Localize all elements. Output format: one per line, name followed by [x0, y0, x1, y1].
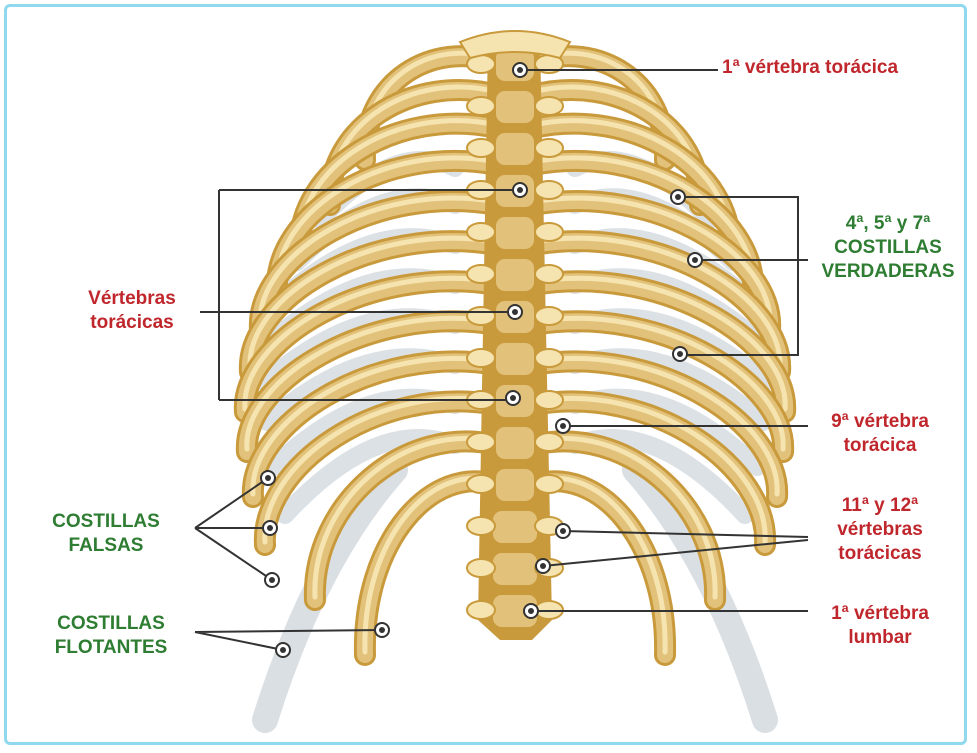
transverse-process	[467, 433, 495, 451]
marker-dot-center	[512, 309, 518, 315]
marker-dot-center	[265, 475, 271, 481]
marker-dot-center	[528, 608, 534, 614]
transverse-process	[535, 223, 563, 241]
vertebra-body	[495, 132, 535, 166]
transverse-process	[535, 391, 563, 409]
vertebra-body	[495, 342, 535, 376]
transverse-process	[467, 559, 495, 577]
vertebra-body	[495, 468, 535, 502]
transverse-process	[467, 475, 495, 493]
transverse-process	[535, 181, 563, 199]
marker-dot-center	[517, 67, 523, 73]
label-eleventh-twelfth-vertebrae: 11ª y 12ª vértebras torácicas	[800, 494, 960, 566]
marker-dot-center	[692, 257, 698, 263]
vertebra-body	[495, 90, 535, 124]
label-true-ribs: 4ª, 5ª y 7ª COSTILLAS VERDADERAS	[808, 212, 968, 284]
vertebra-body	[492, 552, 538, 586]
marker-dot-center	[540, 563, 546, 569]
transverse-process	[467, 139, 495, 157]
spinal-column-shadow	[478, 40, 552, 640]
marker-dot-center	[560, 423, 566, 429]
transverse-process	[535, 139, 563, 157]
vertebra-body	[495, 258, 535, 292]
label-floating-ribs: COSTILLAS FLOTANTES	[36, 612, 186, 660]
marker-dot-center	[677, 351, 683, 357]
label-ninth-thoracic-vertebra: 9ª vértebra torácica	[800, 410, 960, 458]
marker-dot-center	[269, 577, 275, 583]
marker-dot-center	[379, 627, 385, 633]
transverse-process	[467, 349, 495, 367]
marker-dot-center	[560, 528, 566, 534]
vertebra-body	[492, 510, 538, 544]
transverse-process	[535, 475, 563, 493]
transverse-process	[535, 265, 563, 283]
marker-dot-center	[510, 395, 516, 401]
label-first-lumbar-vertebra: 1ª vértebra lumbar	[800, 602, 960, 650]
vertebra-body	[495, 216, 535, 250]
transverse-process	[467, 97, 495, 115]
transverse-process	[535, 97, 563, 115]
label-false-ribs: COSTILLAS FALSAS	[36, 510, 176, 558]
marker-dot-center	[280, 647, 286, 653]
transverse-process	[467, 223, 495, 241]
label-thoracic-vertebrae: Vértebras torácicas	[62, 287, 202, 335]
transverse-process	[467, 265, 495, 283]
transverse-process	[535, 433, 563, 451]
vertebra-body	[495, 426, 535, 460]
transverse-process	[535, 307, 563, 325]
transverse-process	[467, 307, 495, 325]
label-first-thoracic-vertebra: 1ª vértebra torácica	[722, 56, 898, 80]
marker-dot-center	[267, 525, 273, 531]
transverse-process	[535, 349, 563, 367]
marker-dot-center	[675, 194, 681, 200]
marker-dot-center	[517, 187, 523, 193]
transverse-process	[467, 601, 495, 619]
transverse-process	[467, 517, 495, 535]
